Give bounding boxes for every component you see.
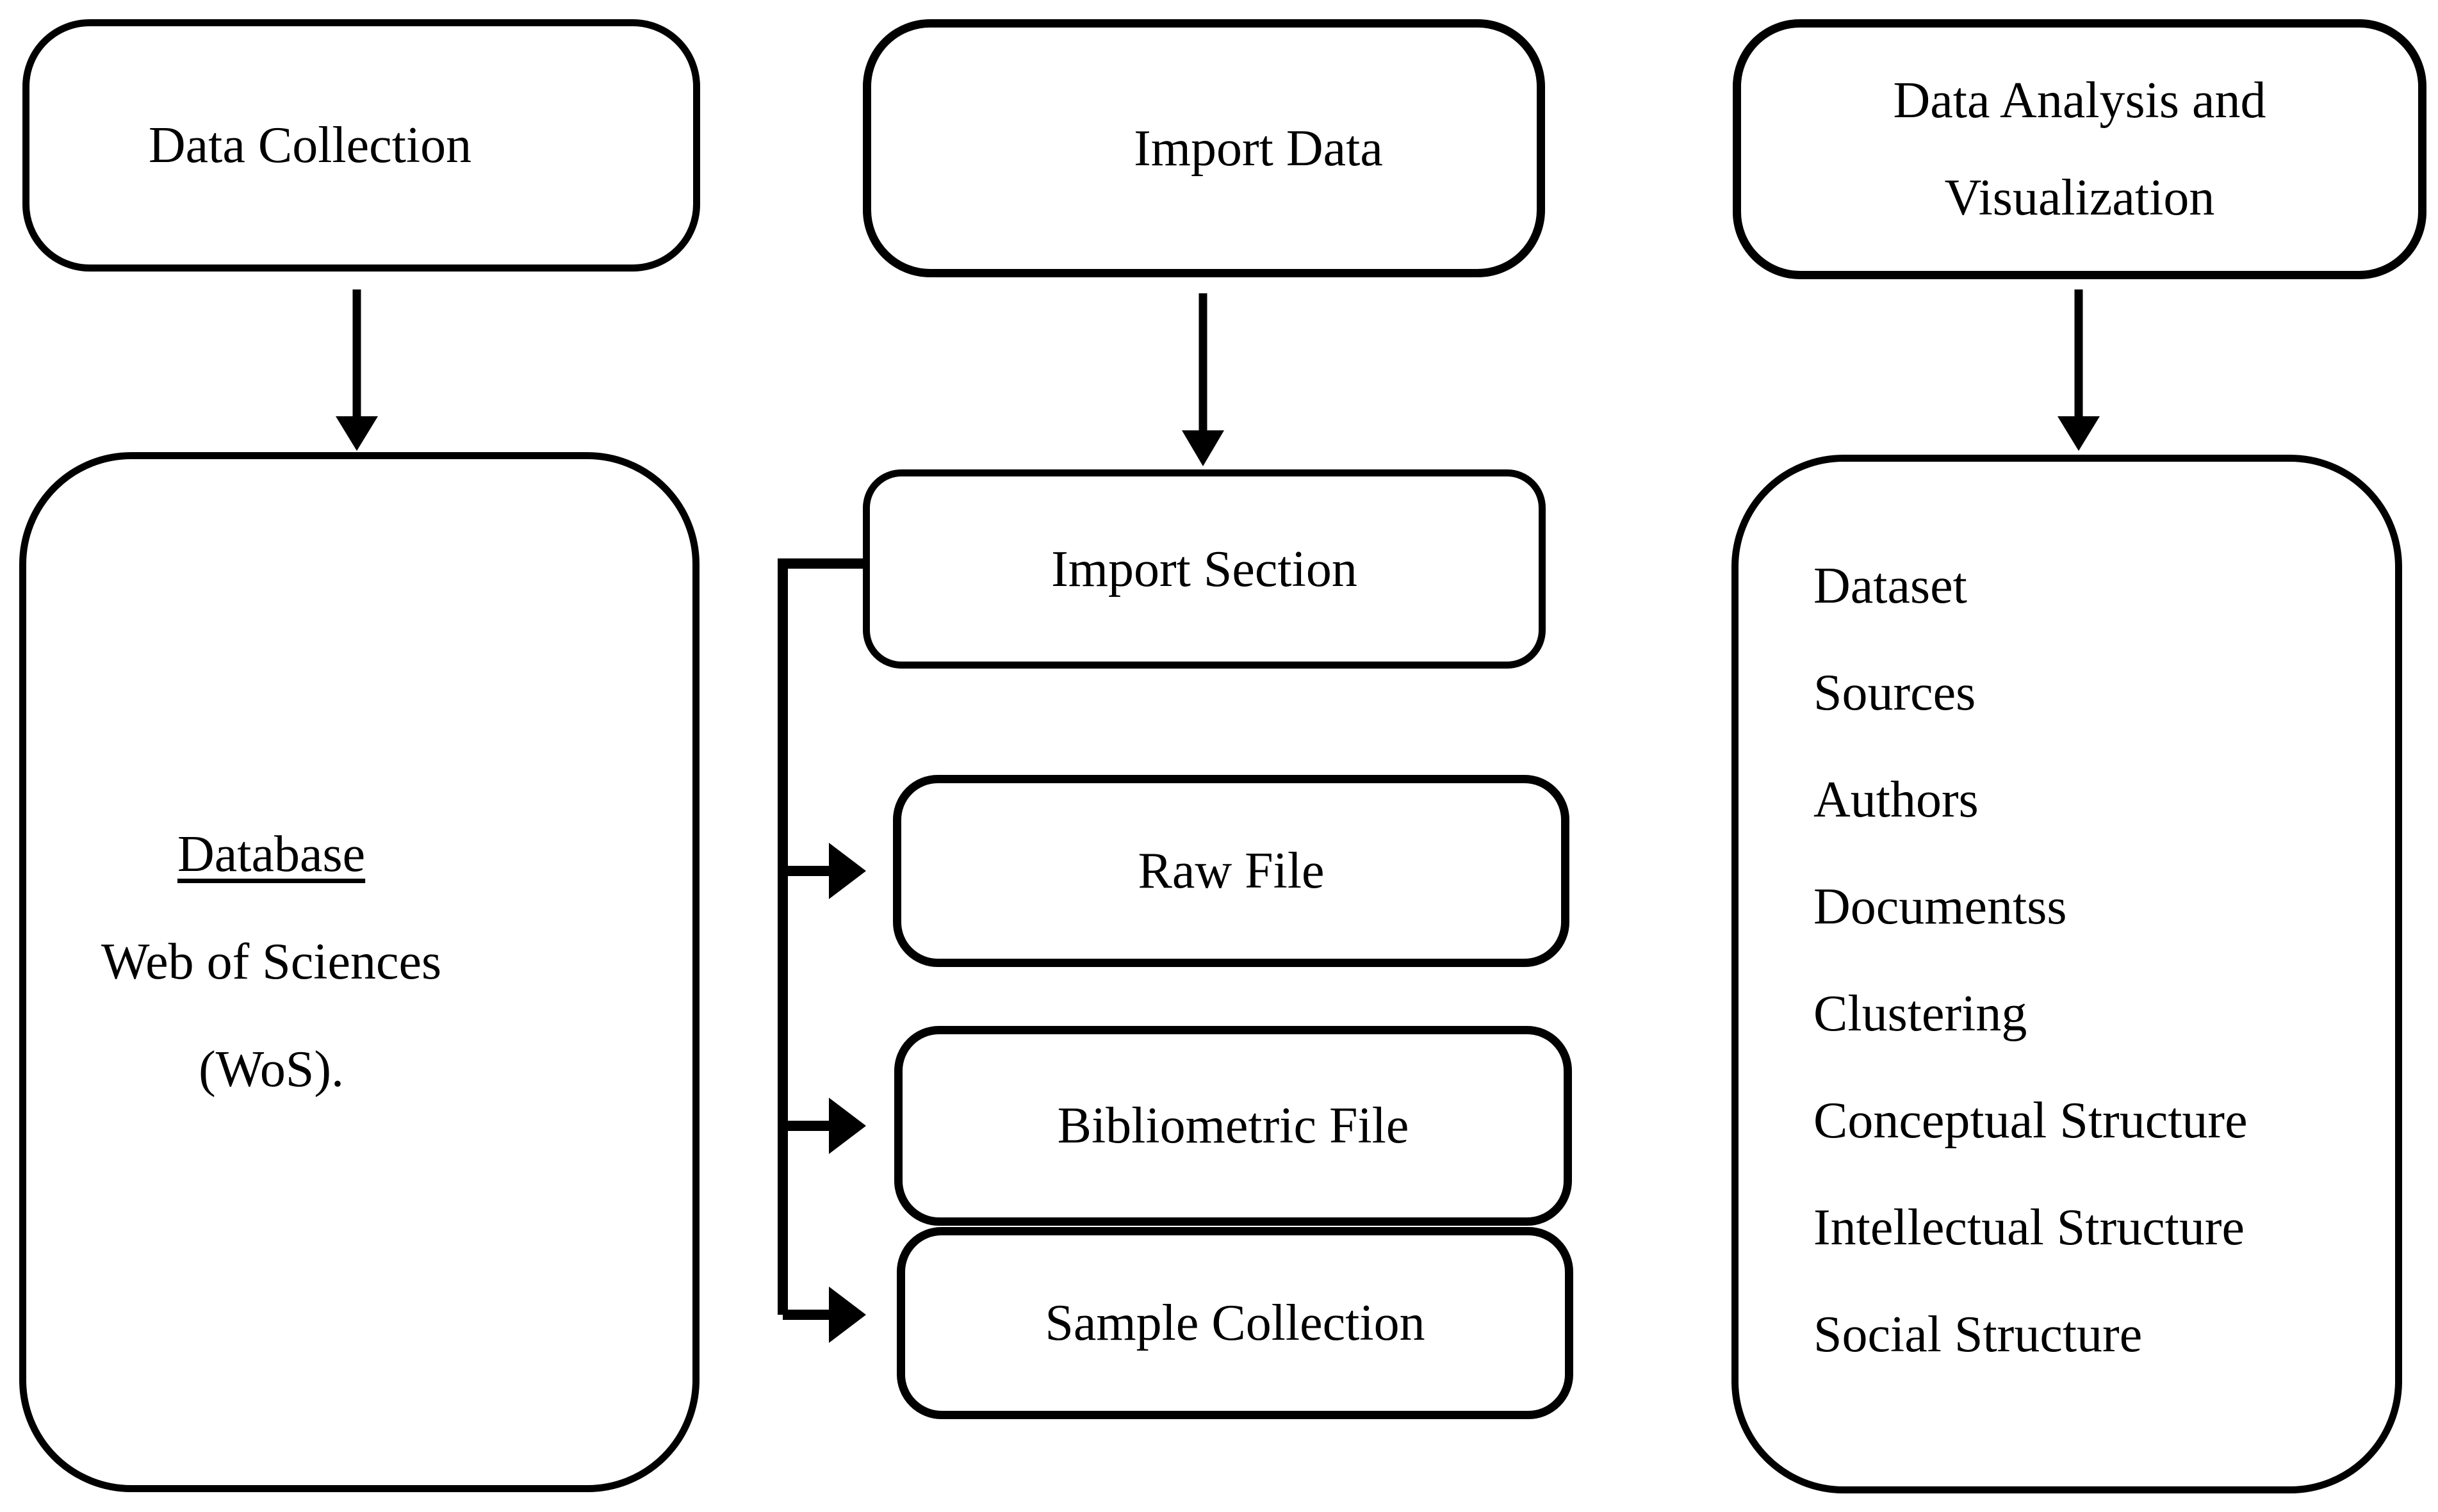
list-item-documents: Documentss: [1813, 879, 2067, 935]
database-box: Database Web of Sciences (WoS).: [19, 452, 699, 1492]
database-line-web-of-sciences: Web of Sciences: [101, 934, 442, 990]
import-data-label: Import Data: [1134, 120, 1383, 177]
bracket-arrow-sample-collection: [783, 1287, 866, 1343]
bibliometric-file-box: Bibliometric File: [894, 1026, 1572, 1226]
list-item-social-structure: Social Structure: [1813, 1306, 2143, 1363]
list-item-conceptual-structure: Conceptual Structure: [1813, 1093, 2248, 1149]
sample-collection-box: Sample Collection: [897, 1227, 1573, 1419]
raw-file-box: Raw File: [893, 775, 1569, 967]
data-analysis-box: Data Analysis and Visualization: [1733, 19, 2426, 279]
import-section-box: Import Section: [863, 469, 1546, 669]
import-data-box: Import Data: [863, 19, 1545, 277]
database-line-wos: (WoS).: [199, 1041, 344, 1098]
bracket-arrow-bibliometric-file: [783, 1098, 866, 1154]
analysis-items-list: Dataset Sources Authors Documentss Clust…: [1813, 533, 2248, 1388]
list-item-authors: Authors: [1813, 772, 1979, 828]
database-text-block: Database Web of Sciences (WoS).: [101, 801, 441, 1123]
arrow-data-collection-to-database: [336, 289, 378, 451]
data-collection-box: Data Collection: [22, 19, 700, 272]
data-collection-label: Data Collection: [148, 117, 472, 174]
import-section-label: Import Section: [1051, 541, 1357, 597]
list-item-clustering: Clustering: [1813, 986, 2027, 1042]
raw-file-label: Raw File: [1138, 843, 1325, 899]
arrow-data-analysis-to-items: [2058, 289, 2100, 451]
bracket-arrow-raw-file: [783, 843, 866, 899]
list-item-intellectual-structure: Intellectual Structure: [1813, 1199, 2245, 1256]
data-analysis-label-line1: Data Analysis and: [1893, 72, 2266, 129]
list-item-dataset: Dataset: [1813, 558, 1967, 614]
data-analysis-label-line2: Visualization: [1944, 170, 2215, 226]
arrow-import-data-to-import-section: [1182, 293, 1224, 466]
list-item-sources: Sources: [1813, 665, 1976, 721]
analysis-items-box: Dataset Sources Authors Documentss Clust…: [1731, 455, 2402, 1493]
bracket-connector: [778, 558, 863, 1315]
sample-collection-label: Sample Collection: [1045, 1295, 1425, 1351]
database-title: Database: [177, 826, 366, 882]
bibliometric-file-label: Bibliometric File: [1057, 1098, 1409, 1154]
